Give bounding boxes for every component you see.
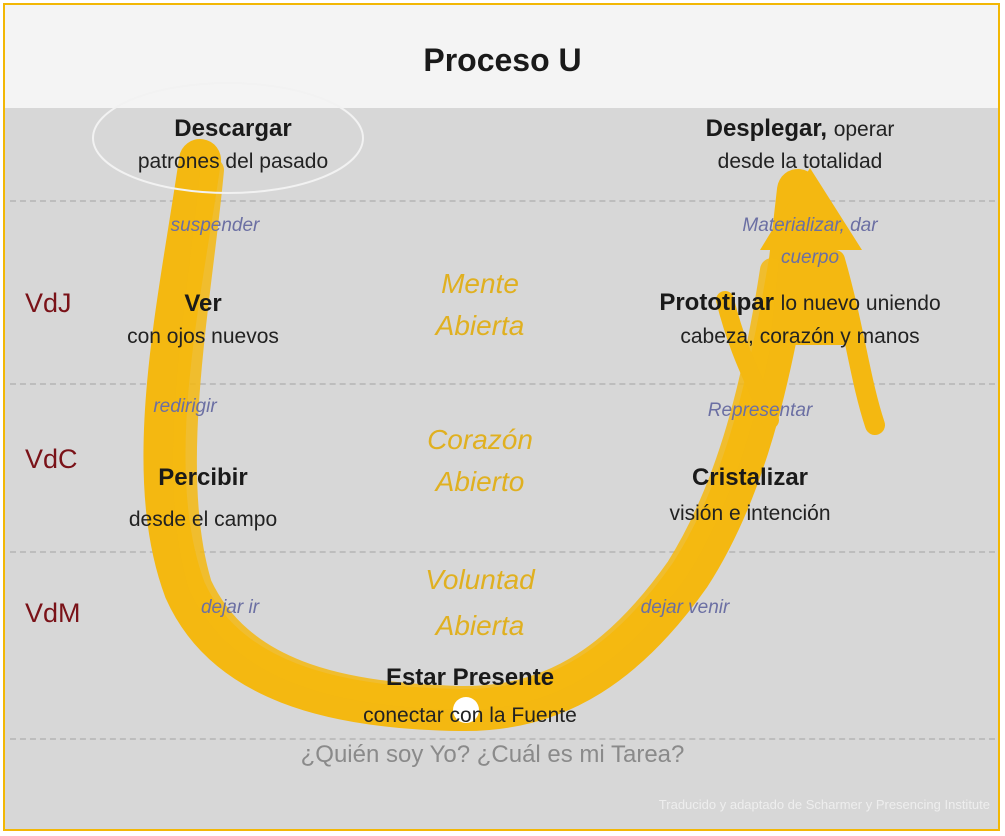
- credit-text: Traducido y adaptado de Scharmer y Prese…: [658, 797, 990, 812]
- level-vdc: VdC: [25, 444, 78, 474]
- verb-representar: Representar: [707, 400, 813, 421]
- header-band: [5, 5, 998, 108]
- opening-mente: Mente: [441, 268, 519, 299]
- step-cristalizar-title: Cristalizar: [691, 464, 809, 491]
- u-arrow-band: [143, 139, 819, 732]
- level-vdm: VdM: [25, 598, 81, 628]
- arrow-flick: [825, 250, 885, 435]
- opening-abierto: Abierto: [435, 466, 525, 497]
- opening-corazon: Corazón: [427, 424, 533, 455]
- opening-abierta-2: Abierta: [435, 610, 525, 641]
- verb-dejar-venir: dejar venir: [640, 597, 730, 618]
- step-descargar-title: Descargar: [174, 115, 292, 142]
- step-percibir-title: Percibir: [158, 464, 248, 491]
- descargar-highlight: [92, 82, 364, 194]
- u-arrow-band-inner: [172, 158, 784, 711]
- step-cristalizar-sub: visión e intención: [669, 502, 831, 525]
- divider-1: [10, 200, 995, 202]
- arrow-flick-2: [716, 291, 779, 429]
- step-prototipar-sub: cabeza, corazón y manos: [680, 325, 920, 348]
- divider-4: [10, 738, 995, 740]
- verb-redirigir: redirigir: [153, 396, 217, 417]
- step-desplegar-tail: operar: [833, 118, 895, 141]
- step-ver-sub: con ojos nuevos: [127, 325, 279, 348]
- level-vdj: VdJ: [25, 288, 72, 318]
- step-desplegar-head: Desplegar,: [705, 115, 828, 142]
- verb-materializar: Materializar, dar: [742, 215, 878, 236]
- step-ver-title: Ver: [184, 290, 222, 317]
- step-prototipar-head: Prototipar: [659, 289, 774, 316]
- opening-voluntad: Voluntad: [425, 564, 535, 595]
- step-desplegar-sub: desde la totalidad: [717, 150, 883, 173]
- step-estar-presente-title: Estar Presente: [385, 664, 555, 691]
- opening-abierta-1: Abierta: [435, 310, 525, 341]
- verb-suspender: suspender: [170, 215, 260, 236]
- step-estar-presente-sub: conectar con la Fuente: [363, 704, 577, 727]
- step-prototipar-title: Prototipar lo nuevo uniendo: [620, 289, 980, 317]
- diagram-title: Proceso U: [423, 42, 582, 78]
- step-descargar-sub: patrones del pasado: [137, 150, 329, 173]
- step-desplegar-title: Desplegar, operar: [640, 115, 960, 143]
- source-point: [453, 697, 479, 723]
- verb-dejar-ir: dejar ir: [200, 597, 260, 618]
- divider-3: [10, 551, 995, 553]
- step-percibir-sub: desde el campo: [128, 508, 278, 531]
- question-text: ¿Quién soy Yo? ¿Cuál es mi Tarea?: [300, 741, 685, 768]
- verb-cuerpo: cuerpo: [780, 247, 840, 268]
- divider-2: [10, 383, 995, 385]
- step-prototipar-tail: lo nuevo uniendo: [780, 292, 941, 315]
